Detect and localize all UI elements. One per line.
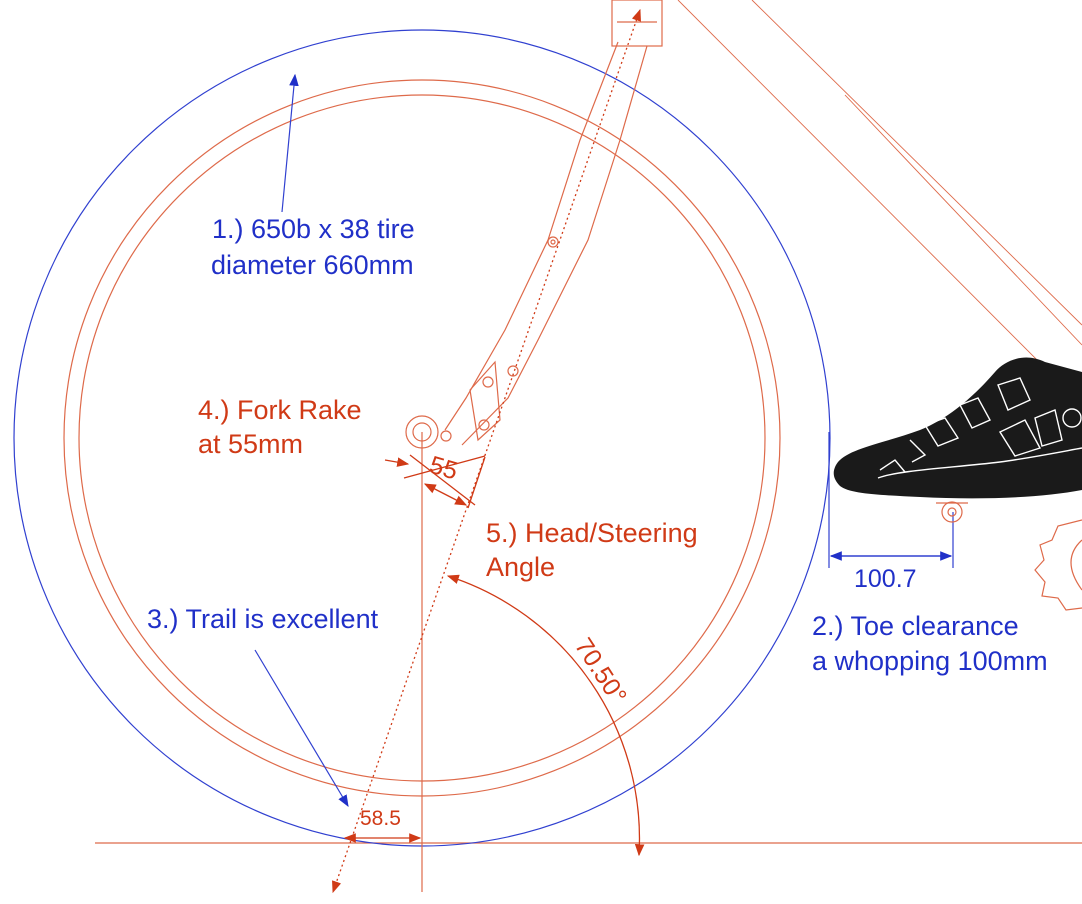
toe-label-line1: 2.) Toe clearance — [812, 611, 1019, 641]
toe-dimension-value: 100.7 — [854, 565, 917, 593]
frame-tubes — [677, 0, 1082, 406]
steering-axis — [332, 8, 641, 894]
toe-clearance-dimension — [828, 432, 954, 568]
rake-dimension — [384, 454, 486, 509]
tire-leader-arrow — [281, 73, 299, 213]
fork — [440, 0, 663, 446]
rake-label-line2: at 55mm — [198, 429, 303, 459]
trail-label: 3.) Trail is excellent — [147, 604, 379, 634]
cycling-shoe-icon — [833, 357, 1082, 499]
trail-leader-arrow — [254, 649, 349, 808]
trail-dimension-value: 58.5 — [360, 807, 401, 830]
tire-label-line2: diameter 660mm — [211, 250, 414, 280]
head-angle-arc — [446, 574, 645, 857]
toe-label-line2: a whopping 100mm — [812, 646, 1048, 676]
tire-label-line1: 1.) 650b x 38 tire — [212, 214, 415, 244]
rake-dimension-value: 55 — [426, 451, 460, 486]
head-angle-label-line1: 5.) Head/Steering — [486, 518, 698, 548]
rake-label-line1: 4.) Fork Rake — [198, 395, 362, 425]
pedal-and-chainring — [936, 501, 1082, 611]
head-angle-label-line2: Angle — [486, 552, 555, 582]
